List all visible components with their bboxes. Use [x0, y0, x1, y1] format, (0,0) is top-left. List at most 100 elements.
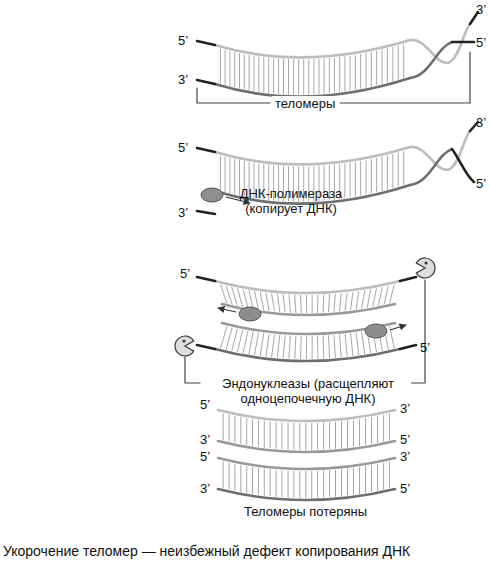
strand-end: 5’ [420, 340, 430, 355]
base-pair [237, 288, 242, 307]
base-pair [237, 330, 242, 352]
base-pair [276, 422, 277, 449]
base-pair [260, 292, 264, 310]
base-pair [340, 334, 342, 357]
base-pair [339, 57, 340, 92]
base-pair [305, 471, 306, 498]
base-pair [229, 463, 230, 490]
base-pair [234, 159, 235, 194]
base-pair [266, 293, 269, 311]
base-pair [324, 59, 325, 94]
base-pair [283, 335, 285, 358]
base-pair [229, 158, 230, 193]
base-pair [347, 469, 348, 496]
strand-end: 5’ [200, 449, 210, 464]
strand-end: 5’ [476, 35, 486, 50]
base-pair [345, 334, 347, 357]
base-pair [329, 58, 330, 93]
base-pair [306, 336, 308, 359]
strand-end: 5’ [180, 266, 190, 281]
base-pair [382, 50, 383, 85]
base-pair [220, 156, 221, 191]
base-pair [270, 469, 271, 496]
base-pair [319, 59, 320, 94]
base-pair [252, 467, 253, 494]
base-pair [295, 295, 296, 313]
base-pair [225, 50, 226, 85]
base-pair [356, 333, 359, 356]
base-pair [278, 59, 279, 94]
base-pair [272, 334, 275, 357]
base-pair [255, 291, 259, 309]
base-pair [240, 417, 241, 444]
base-pair [371, 417, 372, 444]
strand-end: 3’ [400, 449, 410, 464]
base-pair [360, 161, 361, 196]
strand-end: 3’ [200, 432, 210, 447]
base-pair [298, 59, 299, 94]
base-pair [249, 55, 250, 90]
base-pair [249, 290, 253, 308]
base-pair [300, 295, 302, 313]
base-pair [293, 423, 294, 450]
base-pair [282, 470, 283, 497]
base-pair [353, 468, 354, 495]
base-pair [323, 471, 324, 498]
base-pair [366, 53, 367, 88]
base-pair [264, 469, 265, 496]
base-pair [220, 284, 227, 303]
base-pair [334, 294, 335, 312]
base-pair [329, 470, 330, 497]
base-pair [317, 295, 318, 313]
base-pair [223, 461, 224, 488]
base-pair [351, 292, 353, 310]
base-pair [244, 54, 245, 89]
base-pair [317, 471, 318, 498]
base-pair [229, 51, 230, 86]
base-pair [329, 422, 330, 449]
base-pair [377, 464, 378, 491]
base-pair [234, 416, 235, 443]
base-pair [293, 471, 294, 498]
base-pair [344, 163, 345, 198]
base-pair [403, 151, 404, 185]
strand-end: 3’ [200, 481, 210, 496]
base-pair [344, 56, 345, 91]
base-pair [311, 423, 312, 450]
base-pair [356, 291, 359, 309]
base-pair [276, 470, 277, 497]
base-pair [239, 53, 240, 88]
base-pair [389, 413, 390, 440]
base-pair [220, 326, 227, 348]
base-pair [293, 59, 294, 94]
base-pair [252, 419, 253, 446]
base-pair [329, 335, 330, 358]
base-pair [383, 463, 384, 490]
base-pair [226, 286, 232, 305]
base-pair [288, 59, 289, 94]
base-pair [371, 465, 372, 492]
base-pair [373, 288, 377, 307]
base-pair [232, 287, 238, 306]
base-pair [246, 418, 247, 445]
base-pair [387, 48, 388, 82]
base-pair [246, 466, 247, 493]
base-pair [376, 158, 377, 193]
base-pair [367, 289, 370, 308]
base-pair [323, 336, 325, 359]
base-pair [260, 333, 264, 356]
base-pair [403, 44, 404, 78]
base-pair [254, 56, 255, 91]
base-pair [323, 423, 324, 450]
base-pair [362, 290, 365, 308]
base-pair [323, 295, 325, 313]
base-pair [258, 420, 259, 447]
base-pair [300, 336, 302, 359]
base-pair [220, 49, 221, 84]
base-pair [234, 464, 235, 491]
base-pair [360, 54, 361, 89]
strand-end: 5’ [200, 397, 210, 412]
base-pair [398, 152, 399, 186]
base-pair [277, 294, 279, 312]
